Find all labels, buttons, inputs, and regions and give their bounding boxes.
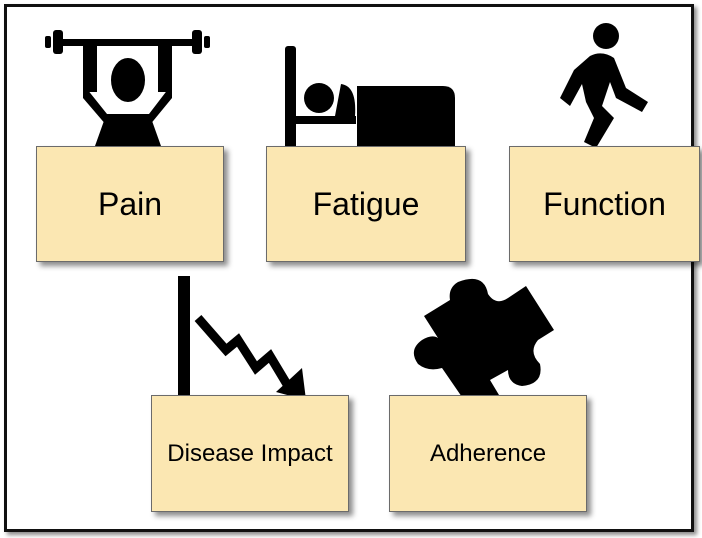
disease-impact-card: Disease Impact	[151, 395, 349, 512]
declining-trend-icon	[178, 276, 306, 400]
disease-impact-label: Disease Impact	[167, 439, 333, 467]
adherence-card: Adherence	[389, 395, 587, 512]
function-card: Function	[509, 146, 700, 262]
person-in-bed-icon	[285, 46, 455, 150]
fatigue-label: Fatigue	[312, 185, 420, 222]
pain-label: Pain	[97, 185, 163, 222]
fatigue-card: Fatigue	[266, 146, 466, 262]
puzzle-piece-icon	[413, 278, 554, 400]
walking-person-icon	[560, 23, 648, 148]
pain-card: Pain	[36, 146, 224, 262]
weightlifter-icon	[45, 30, 210, 146]
adherence-label: Adherence	[429, 439, 547, 467]
function-label: Function	[543, 185, 666, 222]
